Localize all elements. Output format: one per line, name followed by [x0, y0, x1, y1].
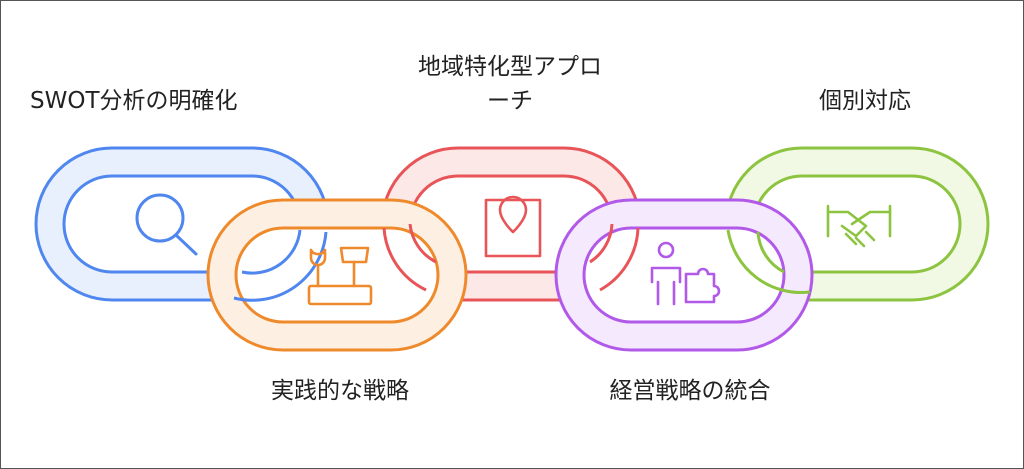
chain-link-4 — [554, 198, 814, 352]
label-regional-approach: 地域特化型アプロ ーチ — [380, 50, 640, 118]
handshake-icon — [826, 204, 892, 248]
chain-link-2 — [206, 198, 468, 352]
label-swot-clarification: SWOT分析の明確化 — [30, 88, 238, 114]
map-pin-icon — [484, 195, 542, 258]
label-regional-approach-line1: 地域特化型アプロ — [418, 54, 602, 80]
magnifier-icon — [135, 193, 198, 256]
chain-overlap-red-right — [589, 223, 640, 292]
label-regional-approach-line2: ーチ — [487, 88, 533, 114]
label-individual-support: 個別対応 — [819, 88, 911, 114]
chain-overlap-blue — [233, 229, 328, 302]
chain-overlap-green — [726, 229, 811, 295]
person-puzzle-icon — [650, 241, 721, 306]
chain-overlap-red-left — [382, 223, 437, 292]
label-management-integration: 経営戦略の統合 — [609, 378, 771, 404]
tools-icon — [307, 246, 373, 306]
label-practical-strategy: 実践的な戦略 — [271, 378, 409, 404]
